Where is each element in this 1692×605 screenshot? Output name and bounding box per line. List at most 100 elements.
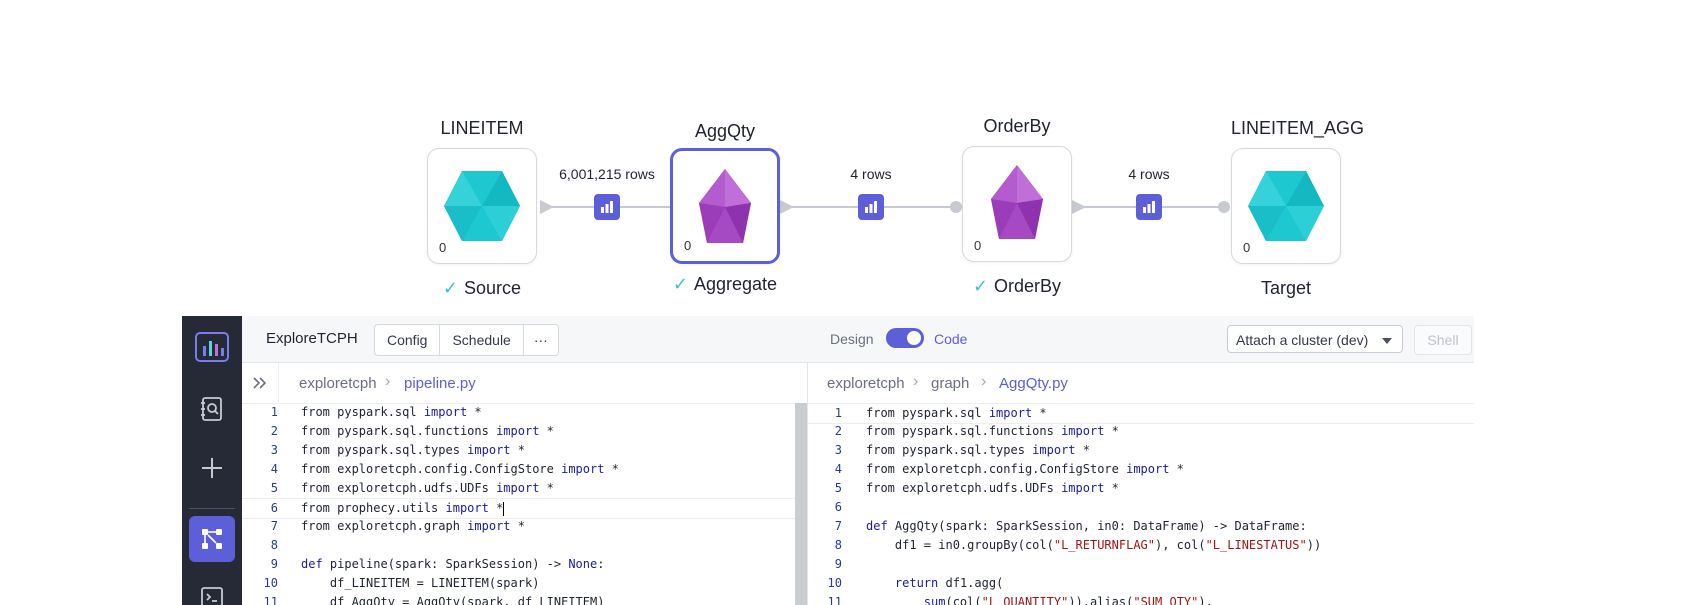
chevron-right-icon: ›	[981, 373, 987, 390]
aggregate-gem-icon	[699, 169, 751, 243]
chevron-down-icon	[1382, 338, 1392, 344]
line-number: 2	[834, 424, 842, 438]
line-text: from pyspark.sql import *	[301, 405, 482, 419]
breadcrumb-current-file[interactable]: AggQty.py	[999, 375, 1068, 392]
toolbar-tabs: Config Schedule ···	[374, 324, 559, 356]
code-mode-label[interactable]: Code	[934, 331, 968, 347]
breadcrumb-item[interactable]: exploretcph	[827, 375, 905, 392]
line-number: 1	[834, 406, 842, 420]
code-editor-window: ExploreTCPH Config Schedule ··· Design C…	[182, 316, 1474, 605]
node-status-label: Target	[1260, 278, 1312, 298]
cluster-label: Attach a cluster (dev)	[1236, 332, 1369, 348]
node-status-label: Source	[464, 278, 522, 298]
chevron-right-icon: ›	[913, 373, 919, 390]
expand-sidebar-icon[interactable]	[242, 363, 279, 403]
code-line: 11 sum(col("L_QUANTITY")).alias("SUM_QTY…	[808, 593, 1474, 605]
check-icon: ✓	[672, 274, 688, 294]
code-line: 9	[808, 555, 1474, 574]
line-number: 4	[270, 462, 278, 476]
line-text: from exploretcph.udfs.UDFs import *	[301, 481, 554, 495]
plus-icon[interactable]	[189, 445, 235, 491]
line-text: from pyspark.sql.types import *	[301, 443, 525, 457]
bar-chart-icon[interactable]	[858, 194, 884, 220]
design-code-toggle[interactable]	[886, 328, 924, 348]
line-text: from exploretcph.config.ConfigStore impo…	[301, 462, 619, 476]
node-title: LINEITEM	[440, 118, 524, 138]
breadcrumb-current-file[interactable]: pipeline.py	[404, 375, 476, 392]
line-number: 3	[834, 443, 842, 457]
edge-arrow-icon	[780, 200, 794, 214]
code-line: 10 df_LINEITEM = LINEITEM(spark)	[242, 574, 807, 593]
line-text: df_LINEITEM = LINEITEM(spark)	[301, 576, 540, 590]
search-notebook-icon[interactable]	[189, 386, 235, 432]
line-text: from exploretcph.graph import *	[301, 519, 525, 533]
node-count: 0	[1243, 240, 1251, 255]
project-name[interactable]: ExploreTCPH	[266, 330, 358, 347]
code-line: 11 df_AggQty = AggQty(spark, df_LINEITEM…	[242, 593, 807, 605]
breadcrumb-item[interactable]: exploretcph	[299, 375, 377, 392]
node-count: 0	[974, 238, 982, 253]
line-number: 5	[834, 481, 842, 495]
code-line: 10 return df1.agg(	[808, 574, 1474, 593]
bar-chart-icon[interactable]	[1136, 194, 1162, 220]
sidebar	[182, 316, 242, 605]
code-line: 8	[242, 536, 807, 555]
line-number: 1	[270, 405, 278, 419]
line-text: from exploretcph.udfs.UDFs import *	[866, 481, 1119, 495]
line-number: 8	[834, 538, 842, 552]
line-number: 10	[263, 576, 278, 590]
edge-arrow-icon	[1072, 200, 1086, 214]
line-number: 7	[834, 519, 842, 533]
left-code-pane: exploretcph › pipeline.py 1 from pyspark.…	[242, 363, 808, 605]
bar-chart-icon[interactable]	[594, 194, 620, 220]
node-card[interactable]: 0	[670, 148, 780, 264]
design-mode-label[interactable]: Design	[830, 331, 874, 347]
node-count: 0	[439, 240, 447, 255]
line-number: 5	[270, 481, 278, 495]
config-button[interactable]: Config	[375, 325, 441, 355]
line-number: 6	[834, 500, 842, 514]
node-card[interactable]: 0	[1231, 148, 1341, 264]
line-number: 11	[827, 595, 842, 605]
target-hexagon-icon	[1248, 171, 1324, 241]
more-options-button[interactable]: ···	[533, 332, 548, 348]
pipeline-graph: 6,001,215 rows 4 rows 4 rows LINEITEM 0 …	[0, 0, 1692, 300]
scrollbar-thumb[interactable]	[795, 403, 807, 605]
node-status-label: Aggregate	[694, 274, 778, 294]
line-number: 10	[827, 576, 842, 590]
schedule-button[interactable]: Schedule	[440, 325, 524, 355]
node-status: ✓ Aggregate	[645, 274, 805, 295]
line-text: df1 = in0.groupBy(col("L_RETURNFLAG"), c…	[866, 538, 1322, 552]
breadcrumb-item[interactable]: graph	[931, 375, 970, 392]
line-text: sum(col("L_QUANTITY")).alias("SUM_QTY"),	[923, 595, 1213, 605]
pipeline-icon[interactable]	[189, 516, 235, 562]
text-cursor	[503, 501, 505, 516]
node-count: 0	[684, 238, 692, 253]
attach-cluster-dropdown[interactable]: Attach a cluster (dev)	[1227, 325, 1403, 353]
line-number: 4	[834, 462, 842, 476]
line-text: df_AggQty = AggQty(spark, df_LINEITEM)	[301, 595, 605, 605]
terminal-icon[interactable]	[189, 574, 235, 605]
line-text: from pyspark.sql import *	[866, 406, 1047, 420]
vertical-scrollbar[interactable]	[795, 403, 807, 605]
node-title: AggQty	[694, 121, 756, 141]
line-number: 3	[270, 443, 278, 457]
shell-button[interactable]: Shell	[1414, 325, 1472, 355]
line-number: 2	[270, 424, 278, 438]
node-card[interactable]: 0	[962, 146, 1072, 262]
code-line: 1 from pyspark.sql import *	[242, 403, 807, 422]
line-text: return df1.agg(	[894, 576, 1004, 590]
toggle-knob	[907, 331, 921, 345]
line-number: 8	[270, 538, 278, 552]
logo-icon[interactable]	[189, 324, 235, 370]
code-line: 4 from exploretcph.config.ConfigStore imp…	[242, 460, 807, 479]
breadcrumb: exploretcph › pipeline.py	[242, 363, 807, 404]
line-text: from prophecy.utils import *	[301, 501, 505, 516]
node-card[interactable]: 0	[427, 148, 537, 264]
